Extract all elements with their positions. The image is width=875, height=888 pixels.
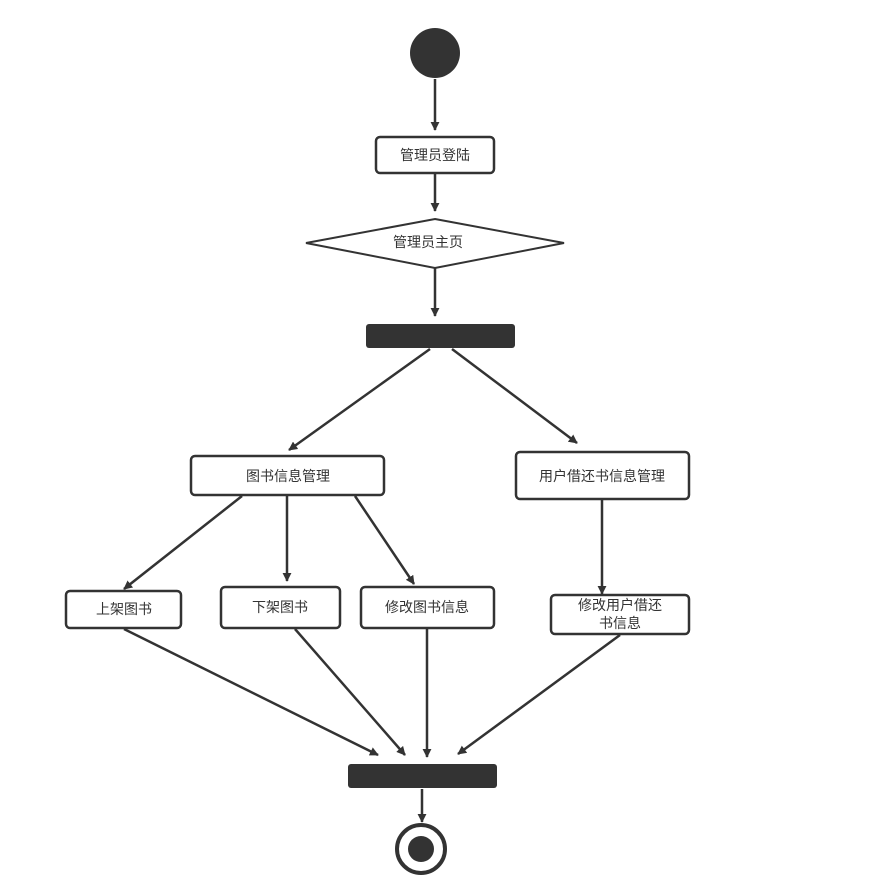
final-node bbox=[395, 823, 447, 875]
action-label: 管理员登陆 bbox=[400, 148, 470, 164]
action-unshelve-book[interactable]: 下架图书 bbox=[219, 585, 342, 630]
action-user-borrow-mgmt[interactable]: 用户借还书信息管理 bbox=[514, 450, 691, 501]
decision-label: 管理员主页 bbox=[393, 235, 463, 251]
edges bbox=[123, 79, 621, 823]
action-label-line2: 书信息 bbox=[599, 615, 641, 632]
action-label: 图书信息管理 bbox=[246, 468, 330, 485]
action-box bbox=[189, 454, 386, 497]
fork-bar bbox=[366, 324, 515, 348]
edge-fork-to-user-borrow-mgmt bbox=[451, 348, 578, 444]
action-box bbox=[64, 589, 183, 630]
edge-book-info-to-shelve bbox=[123, 495, 243, 590]
action-edit-book-info[interactable]: 修改图书信息 bbox=[359, 585, 496, 630]
action-box bbox=[514, 450, 691, 501]
decision-diamond bbox=[305, 217, 565, 270]
action-shelve-book[interactable]: 上架图书 bbox=[64, 589, 183, 630]
initial-node bbox=[410, 28, 460, 78]
final-node-dot bbox=[408, 836, 434, 862]
edge-unshelve-to-join bbox=[294, 628, 406, 756]
edge-book-info-to-edit-book bbox=[353, 495, 416, 585]
action-box bbox=[359, 585, 496, 630]
edge-shelve-to-join bbox=[123, 627, 379, 757]
edge-fork-to-book-info-mgmt bbox=[288, 347, 431, 452]
action-admin-login[interactable]: 管理员登陆 bbox=[374, 135, 496, 175]
action-edit-user-borrow[interactable]: 修改用户借还 书信息 bbox=[549, 593, 691, 636]
action-label: 下架图书 bbox=[252, 600, 308, 616]
action-box bbox=[219, 585, 342, 630]
action-box bbox=[374, 135, 496, 175]
edge-edit-user-borrow-to-join bbox=[457, 633, 621, 756]
action-label: 上架图书 bbox=[96, 602, 152, 618]
decision-admin-home[interactable]: 管理员主页 bbox=[305, 217, 565, 270]
action-label-line1: 修改用户借还 bbox=[578, 597, 662, 614]
join-bar bbox=[348, 764, 497, 788]
action-label: 用户借还书信息管理 bbox=[539, 468, 665, 485]
action-label: 修改图书信息 bbox=[385, 599, 469, 616]
action-book-info-mgmt[interactable]: 图书信息管理 bbox=[189, 454, 386, 497]
action-box bbox=[549, 593, 691, 636]
